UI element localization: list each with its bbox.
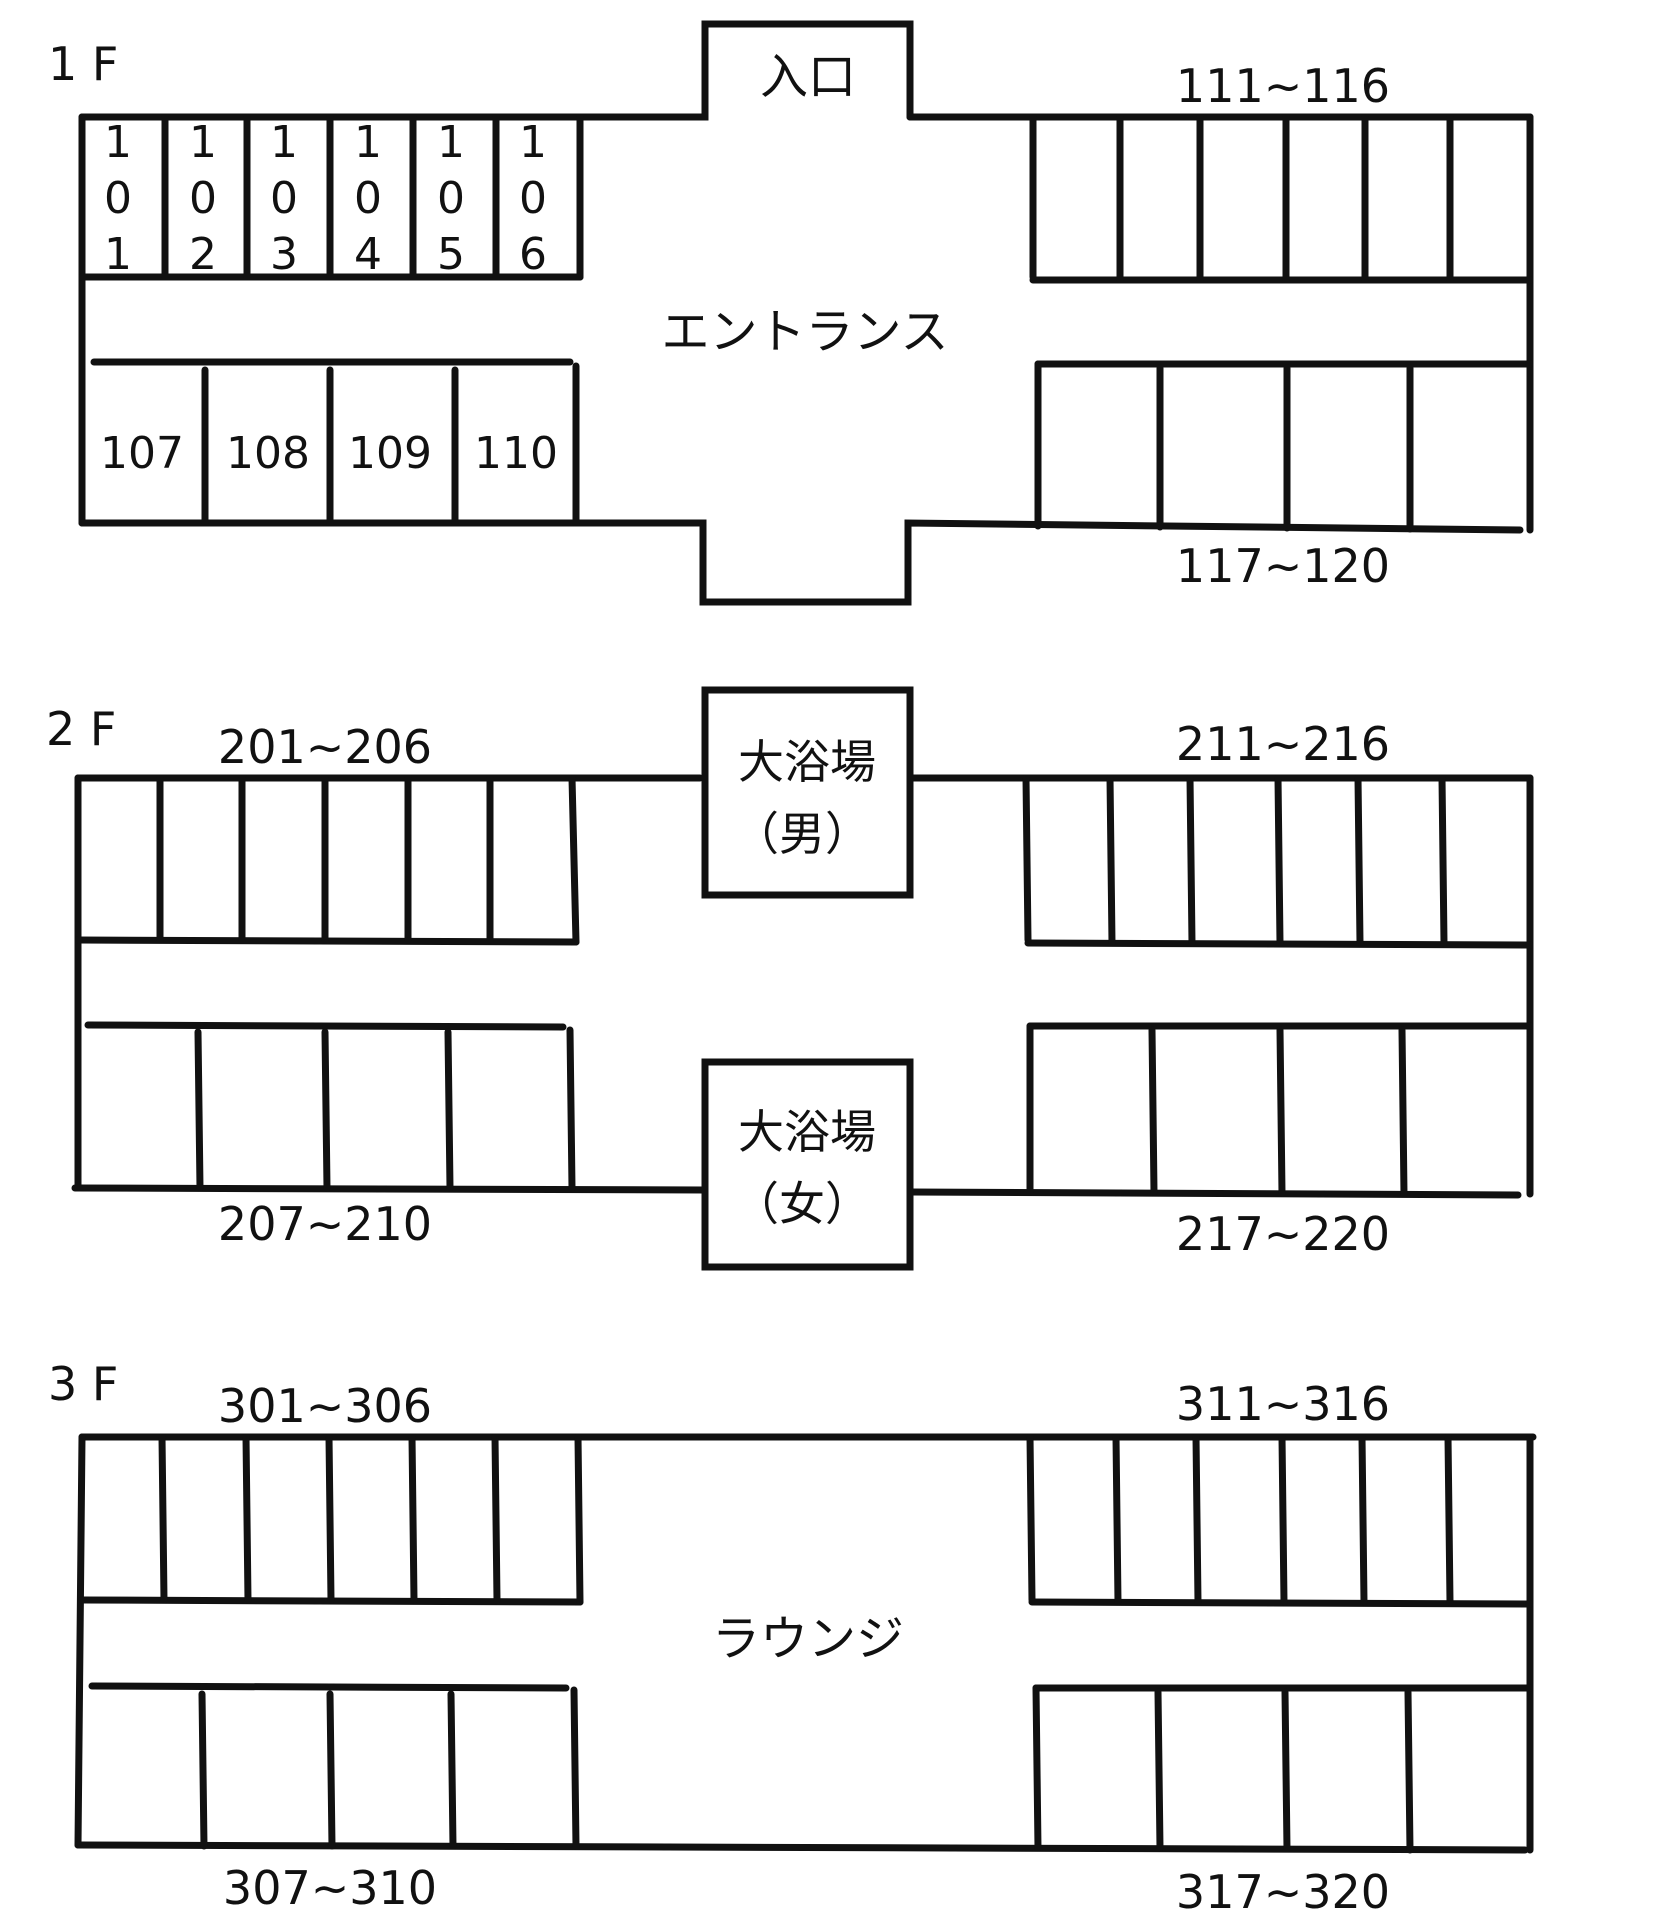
range-211-216: 211~216 [1176,717,1390,771]
room-number-digit: 1 [104,117,132,168]
corridor-line-3f-lb [88,1682,570,1692]
room-number-digit: 1 [437,117,465,168]
room-106: 106 [519,117,547,280]
room-109: 109 [348,428,432,479]
room-number-digit: 0 [270,173,298,224]
lounge-label: ラウンジ [712,1611,904,1667]
room-number-digit: 1 [270,117,298,168]
room-101: 101 [104,117,132,280]
bath-men-sub: （男） [733,807,871,861]
rooms-101-106: 101 102 103 104 105 106 [104,117,547,280]
room-108: 108 [226,428,310,479]
range-311-316: 311~316 [1176,1377,1390,1431]
room-number-digit: 0 [354,173,382,224]
room-number-digit: 0 [104,173,132,224]
range-117-120: 117~120 [1176,539,1390,593]
range-301-306: 301~306 [218,1379,432,1433]
room-103: 103 [270,117,298,280]
floor-label-1f: 1 F [48,37,118,91]
range-201-206: 201~206 [218,720,432,774]
wall-2f-bottom-left [71,1184,709,1194]
room-number-digit: 1 [104,229,132,280]
bath-men-label: 大浴場 [738,735,876,789]
bath-women-label: 大浴場 [738,1105,876,1159]
room-104: 104 [354,117,382,280]
bath-women-room [701,1058,914,1271]
floor-label-3f: 3 F [48,1357,118,1411]
corridor-line-2f-lb [84,1021,567,1031]
range-217-220: 217~220 [1176,1207,1390,1261]
room-number-digit: 5 [437,229,465,280]
room-number-digit: 0 [189,173,217,224]
floor-3: 3 F 301~306 307~310 ラウンジ 311~316 [48,1357,1537,1919]
floor-1: 1 F 入口 101 102 103 104 105 106 [48,20,1534,606]
wall-2f-bottom-right [906,1188,1522,1199]
room-number-digit: 0 [519,173,547,224]
room-number-digit: 6 [519,229,547,280]
floor-label-2f: 2 F [46,702,116,756]
bath-men-room [701,686,914,899]
room-number-digit: 1 [354,117,382,168]
room-number-digit: 1 [189,117,217,168]
bath-women-sub: （女） [733,1177,871,1231]
wall-3f-left [74,1433,86,1849]
range-207-210: 207~210 [218,1197,432,1251]
room-110: 110 [474,428,558,479]
room-102: 102 [189,117,217,280]
room-number-digit: 4 [354,229,382,280]
room-number-digit: 3 [270,229,298,280]
room-number-digit: 2 [189,229,217,280]
entrance-label: エントランス [661,304,948,360]
room-105: 105 [437,117,465,280]
room-number-digit: 0 [437,173,465,224]
room-107: 107 [100,428,184,479]
room-number-digit: 1 [519,117,547,168]
wall-3f-bottom [74,1841,1529,1854]
floor-2: 2 F 201~206 207~210 大浴場 （男） 大浴場 （女） [46,686,1534,1271]
wall-1f-bottom [78,519,1524,606]
range-317-320: 317~320 [1176,1865,1390,1919]
range-307-310: 307~310 [223,1861,437,1915]
range-111-116: 111~116 [1176,59,1390,113]
entry-label: 入口 [760,49,856,105]
